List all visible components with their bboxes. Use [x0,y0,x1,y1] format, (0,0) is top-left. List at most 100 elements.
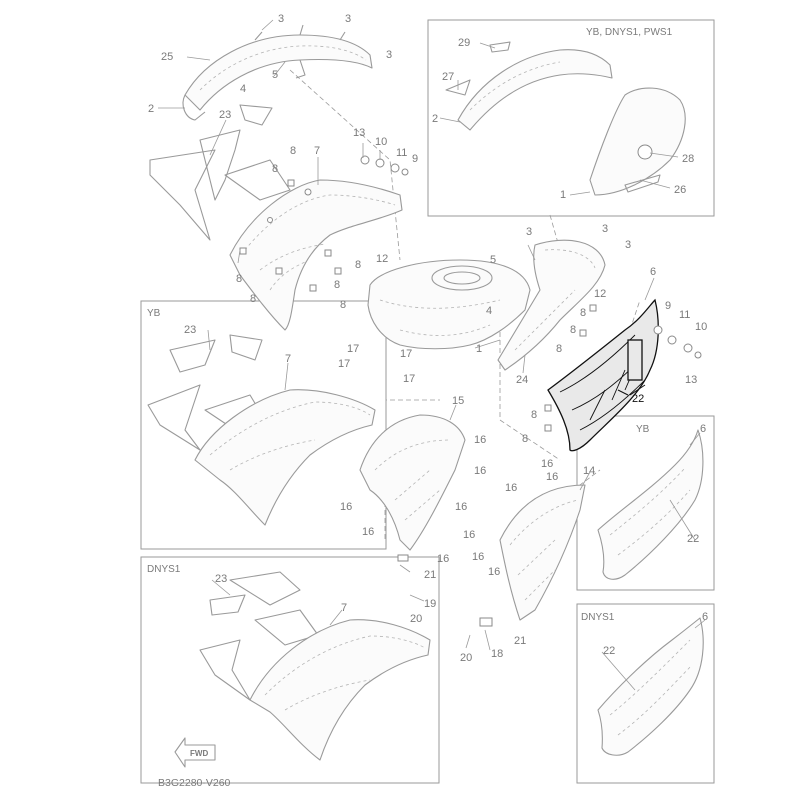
ref-17: 17 [403,373,415,385]
inset-frame-right-bottom [576,603,715,784]
ref-8: 8 [334,279,340,291]
ref-3: 3 [526,226,532,238]
ref-10: 10 [695,321,707,333]
ref-8: 8 [580,307,586,319]
rear-panel-24 [497,239,606,371]
inset-left-bottom-parts [199,571,431,761]
ref-8: 8 [340,299,346,311]
ref-11: 11 [679,309,690,321]
inset-right-mid-parts [597,429,704,580]
inset-right-bottom-parts [597,617,704,756]
ref-19: 19 [424,598,436,610]
panel-label-right-mid: YB [636,424,650,435]
ref-8: 8 [236,273,242,285]
ref-5: 5 [490,254,496,266]
ref-17: 17 [400,348,412,360]
ref-3: 3 [386,49,392,61]
reference-numbers: 25 2 3 3 3 5 4 23 7 8 8 8 8 8 8 8 13 10 … [148,13,708,664]
ref-28: 28 [682,153,694,165]
ref-8: 8 [570,324,576,336]
ref-2: 2 [148,103,154,115]
side-panel-22-highlighted [547,298,659,452]
ref-21: 21 [424,569,436,581]
inset-frame-top-right [427,19,715,217]
ref-8: 8 [522,433,528,445]
fwd-label: FWD [190,749,208,758]
ref-3: 3 [345,13,351,25]
ref-18: 18 [491,648,503,660]
ref-20: 20 [460,652,472,664]
ref-7: 7 [341,602,347,614]
ref-8: 8 [290,145,296,157]
ref-22: 22 [687,533,699,545]
inset-frame-left-bottom [140,556,440,784]
ref-16: 16 [463,529,475,541]
leader-lines [158,19,706,691]
ref-29: 29 [458,37,470,49]
inner-panel-15 [359,414,466,551]
inset-left-mid-parts [147,334,376,526]
ref-8: 8 [355,259,361,271]
ref-14: 14 [583,465,595,477]
ref-6: 6 [702,611,708,623]
ref-16: 16 [474,465,486,477]
ref-10: 10 [375,136,387,148]
decal-23-main [149,104,291,241]
ref-16: 16 [455,501,467,513]
ref-6: 6 [650,266,656,278]
side-cowl-7-main [229,179,403,331]
ref-1: 1 [476,343,482,355]
ref-16: 16 [505,482,517,494]
ref-3: 3 [278,13,284,25]
panel-label-left-bottom: DNYS1 [147,564,181,575]
ref-24: 24 [516,374,528,386]
ref-2: 2 [432,113,438,125]
ref-23: 23 [219,109,231,121]
ref-15: 15 [452,395,464,407]
grab-rail-main [182,24,373,121]
panel-label-top-right: YB, DNYS1, PWS1 [586,27,673,38]
ref-16: 16 [541,458,553,470]
ref-26: 26 [674,184,686,196]
drawing-code: B3G2280-V260 [158,777,231,789]
ref-25: 25 [161,51,173,63]
ref-3: 3 [625,239,631,251]
ref-12: 12 [376,253,388,265]
ref-8: 8 [250,293,256,305]
ref-5: 5 [272,69,278,81]
ref-3: 3 [602,223,608,235]
ref-17: 17 [338,358,350,370]
ref-13: 13 [353,127,365,139]
ref-20: 20 [410,613,422,625]
panel-label-right-bottom: DNYS1 [581,612,615,623]
ref-9: 9 [665,300,671,312]
inner-panel-14 [499,484,586,621]
ref-7: 7 [314,145,320,157]
ref-21: 21 [514,635,526,647]
ref-22-highlighted: 22 [632,393,644,405]
ref-23: 23 [184,324,196,336]
ref-16: 16 [472,551,484,563]
ref-23: 23 [215,573,227,585]
ref-4: 4 [240,83,246,95]
ref-16: 16 [546,471,558,483]
ref-16: 16 [437,553,449,565]
ref-8: 8 [556,343,562,355]
ref-16: 16 [474,434,486,446]
fwd-arrow: FWD [174,737,216,768]
ref-16: 16 [488,566,500,578]
panel-label-left-mid: YB [147,308,161,319]
ref-22: 22 [603,645,615,657]
inset-top-right-parts [445,41,686,196]
ref-6: 6 [700,423,706,435]
ref-17: 17 [347,343,359,355]
ref-7: 7 [285,353,291,365]
ref-11: 11 [396,147,407,159]
ref-8: 8 [272,163,278,175]
ref-16: 16 [362,526,374,538]
ref-9: 9 [412,153,418,165]
ref-27: 27 [442,71,454,83]
ref-13: 13 [685,374,697,386]
ref-1: 1 [560,189,566,201]
